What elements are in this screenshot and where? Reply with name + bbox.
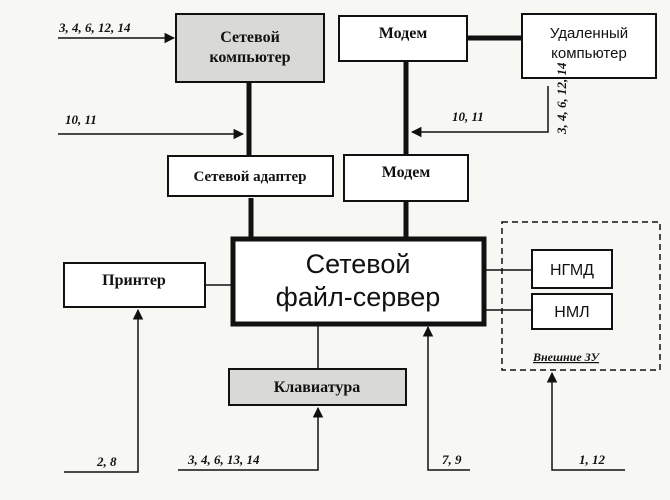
nml-label: НМЛ <box>554 304 589 321</box>
ngmd-label: НГМД <box>550 262 594 279</box>
ref-external-storage: 1, 12 <box>579 452 606 467</box>
remote-computer-label-1: Удаленный <box>550 25 628 42</box>
node-modem-top: Модем <box>338 15 468 62</box>
connections <box>205 35 532 369</box>
ref-network-computer: 3, 4, 6, 12, 14 <box>58 20 131 35</box>
remote-computer-label-2: компьютер <box>551 45 627 62</box>
ref-file-server: 7, 9 <box>442 452 462 467</box>
node-external-storage: Внешние ЗУ <box>501 221 661 371</box>
arrow-to-modem-line <box>410 86 549 138</box>
ref-printer: 2, 8 <box>96 454 117 469</box>
node-printer: Принтер <box>63 262 206 308</box>
node-nml: НМЛ <box>531 293 613 330</box>
arrow-to-keyboard <box>178 406 324 471</box>
node-remote-computer: Удаленный компьютер <box>521 13 657 79</box>
node-network-computer: Сетевой компьютер <box>175 13 325 83</box>
arrow-to-external-storage <box>546 371 625 471</box>
external-storage-label: Внешние ЗУ <box>532 350 601 364</box>
keyboard-label: Клавиатура <box>274 379 361 396</box>
reference-arrows <box>58 32 625 473</box>
reference-labels: 3, 4, 6, 12, 14 10, 11 10, 11 3, 4, 6, 1… <box>58 20 606 469</box>
network-adapter-label: Сетевой адаптер <box>194 169 307 185</box>
ref-network-adapter: 10, 11 <box>65 112 97 127</box>
node-keyboard: Клавиатура <box>228 368 407 406</box>
printer-label: Принтер <box>102 272 166 289</box>
ref-remote-computer: 3, 4, 6, 12, 14 <box>554 62 569 135</box>
node-file-server: Сетевой файл-сервер <box>230 236 487 327</box>
ref-modem-bottom: 10, 11 <box>452 109 484 124</box>
network-computer-label-2: компьютер <box>209 49 290 66</box>
modem-top-label: Модем <box>379 25 428 42</box>
node-network-adapter: Сетевой адаптер <box>167 155 334 197</box>
node-ngmd: НГМД <box>531 249 613 289</box>
network-computer-label-1: Сетевой <box>220 29 280 46</box>
arrow-to-printer <box>64 308 144 473</box>
ref-keyboard: 3, 4, 6, 13, 14 <box>187 452 260 467</box>
node-modem-bottom: Модем <box>343 154 469 202</box>
modem-bottom-label: Модем <box>382 164 431 181</box>
arrow-to-file-server <box>422 325 470 471</box>
file-server-label-1: Сетевой <box>306 249 411 279</box>
file-server-label-2: файл-сервер <box>276 282 441 312</box>
